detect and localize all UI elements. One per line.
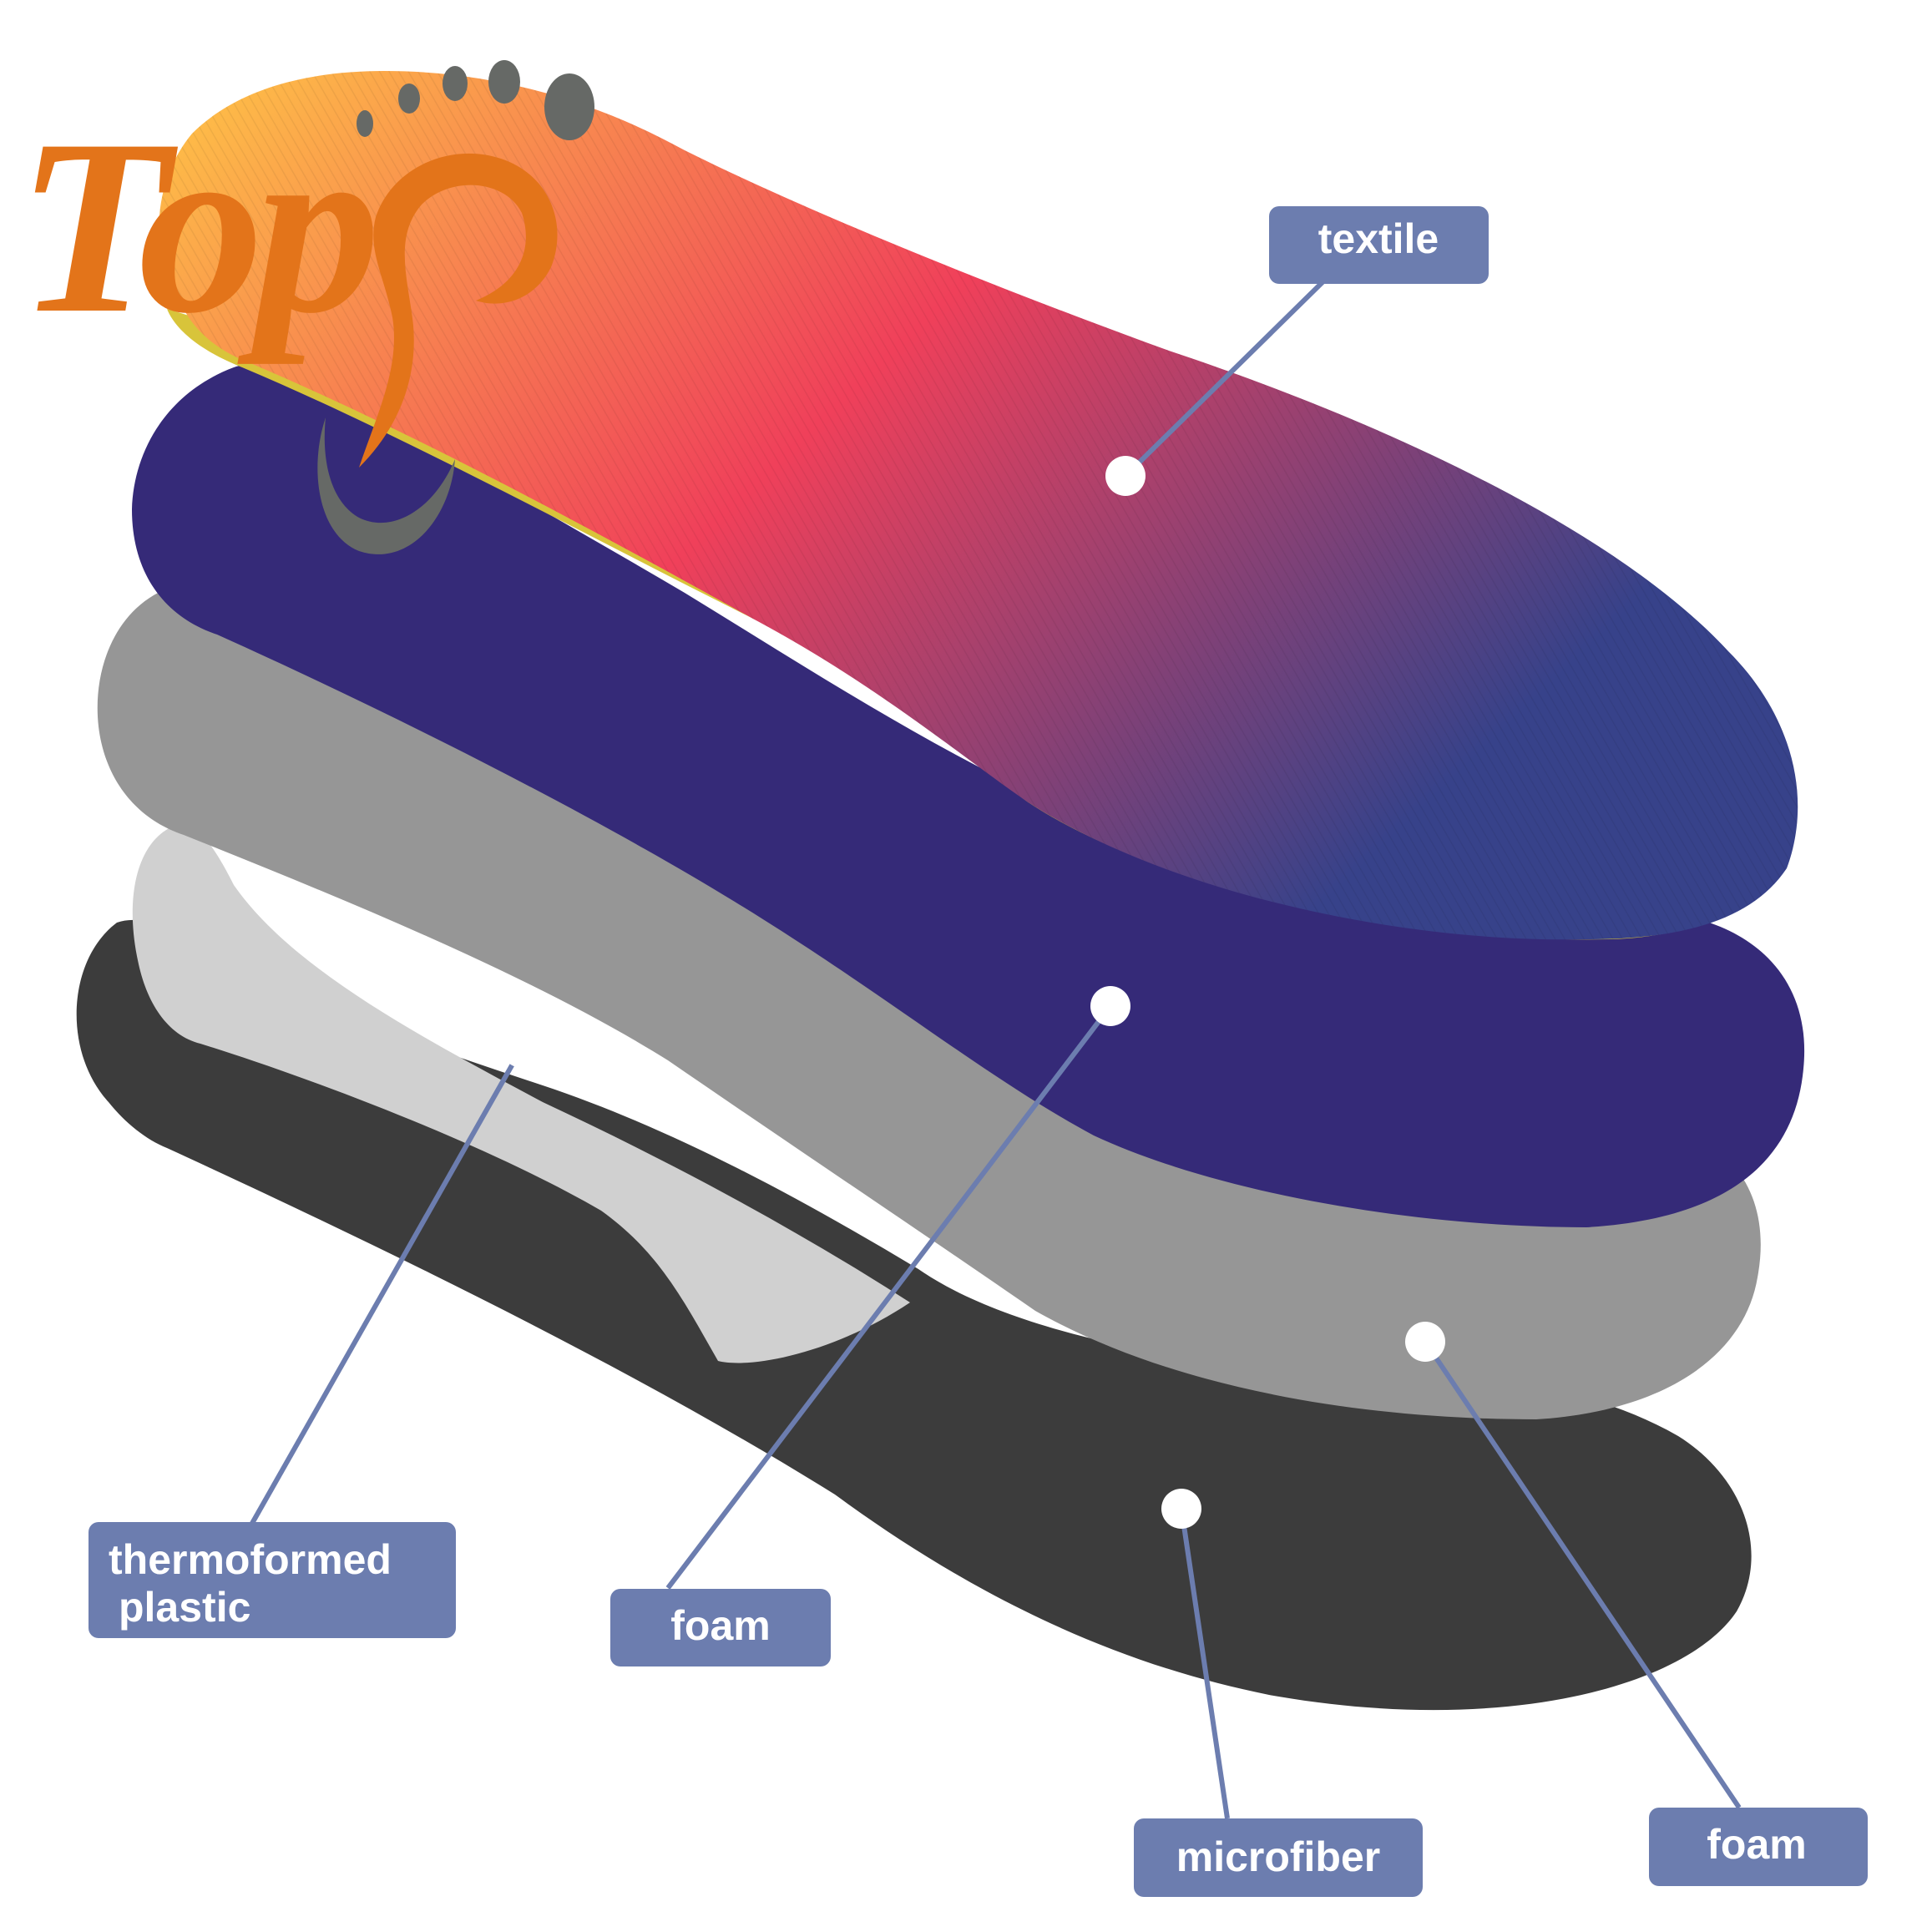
label-foam-blue: foam — [610, 1589, 831, 1666]
label-box-thermoformed-plastic — [89, 1522, 456, 1638]
connector-thermoformed-plastic — [248, 1046, 524, 1528]
logo-arch-swoosh — [317, 417, 455, 554]
logo-toe-1 — [357, 110, 373, 137]
label-box-textile — [1269, 206, 1489, 284]
connector-blue-foam — [665, 1004, 1113, 1590]
layer-blue-foam — [132, 363, 1805, 1227]
label-text-microfiber: microfiber — [1176, 1833, 1381, 1880]
textile-weave-texture — [159, 71, 1798, 940]
label-text-foam-blue: foam — [670, 1602, 770, 1649]
connector-microfiber — [1179, 1508, 1230, 1819]
logo-toe-5 — [544, 73, 594, 140]
dot-blue-foam — [1090, 986, 1130, 1026]
connector-grey-foam — [1423, 1340, 1742, 1809]
label-thermoformed-plastic: thermoformed plastic — [89, 1522, 456, 1638]
label-microfiber: microfiber — [1134, 1818, 1423, 1897]
connector-lines — [248, 279, 1742, 1819]
logo-toe-3 — [443, 66, 468, 101]
dot-microfiber — [1161, 1489, 1201, 1529]
brand-logo: Top — [17, 60, 594, 554]
connector-textile — [1123, 279, 1326, 478]
label-textile: textile — [1269, 206, 1489, 284]
label-text-textile: textile — [1318, 215, 1439, 262]
logo-foot-curve — [359, 153, 558, 468]
layer-thermoformed-plastic — [132, 822, 910, 1363]
label-box-foam-grey — [1649, 1808, 1868, 1886]
label-text-thermoformed-line1: thermoformed — [109, 1536, 392, 1583]
dot-textile — [1105, 456, 1146, 496]
logo-toe-2 — [398, 83, 420, 114]
logo-toe-4 — [488, 60, 520, 104]
label-text-foam-grey: foam — [1707, 1821, 1806, 1868]
dot-thermoformed-plastic — [502, 1028, 542, 1068]
label-text-thermoformed-line2: plastic — [119, 1584, 250, 1631]
dot-grey-foam — [1405, 1322, 1445, 1362]
marker-dots — [502, 456, 1445, 1529]
label-foam-grey: foam — [1649, 1808, 1868, 1886]
label-box-microfiber — [1134, 1818, 1423, 1897]
label-box-foam-blue — [610, 1589, 831, 1666]
logo-text: Top — [17, 88, 377, 366]
